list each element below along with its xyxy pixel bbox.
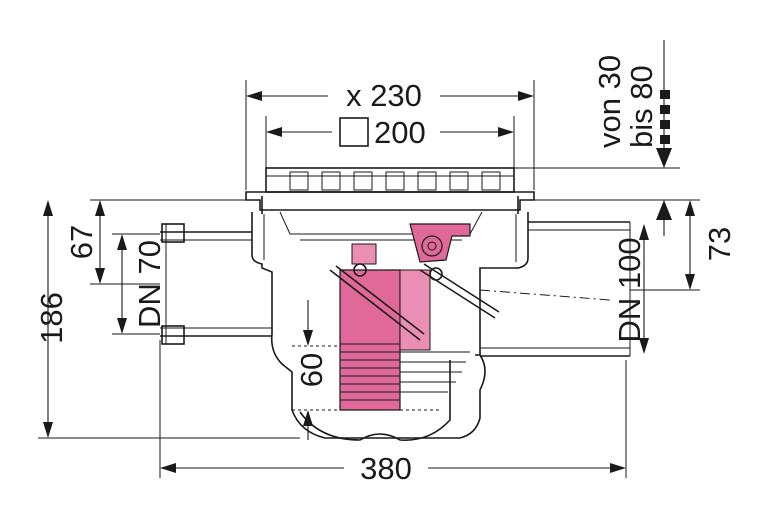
dim-adjust bbox=[514, 40, 680, 236]
dim-380 bbox=[159, 340, 627, 478]
dim-60 bbox=[303, 300, 313, 440]
pipe-gasket-top bbox=[161, 223, 185, 243]
flange bbox=[245, 191, 535, 211]
dim-67-label: 67 bbox=[64, 225, 99, 259]
water-level bbox=[292, 345, 470, 411]
basin-bottom bbox=[299, 360, 451, 441]
grate-bars bbox=[289, 171, 501, 191]
square-symbol-icon bbox=[339, 117, 369, 147]
axis-line bbox=[479, 289, 611, 301]
dim-67 bbox=[90, 199, 246, 285]
body-outline bbox=[251, 212, 486, 439]
pipe-gasket-bottom bbox=[161, 325, 185, 345]
dim-73 bbox=[534, 199, 700, 291]
dim-x230-label: x 230 bbox=[346, 78, 422, 113]
dim-380-label: 380 bbox=[360, 451, 412, 486]
dim-dn70 bbox=[112, 233, 160, 335]
dim-200 bbox=[265, 116, 515, 168]
outlet-pipe-right bbox=[480, 221, 631, 357]
dim-200-label: 200 bbox=[374, 115, 426, 150]
dim-adjust-to-label: bis 80 bbox=[624, 65, 659, 148]
dim-adjust-from-label: von 30 bbox=[592, 55, 627, 148]
trap-insert bbox=[329, 223, 500, 411]
inlet-pipe-left bbox=[160, 223, 272, 345]
dim-186-label: 186 bbox=[34, 292, 69, 344]
trap-body bbox=[339, 269, 401, 411]
arrow-down-icon bbox=[656, 148, 672, 168]
dim-60-label: 60 bbox=[294, 353, 329, 387]
arrow-up-icon bbox=[656, 200, 672, 220]
trap-ribs bbox=[340, 343, 400, 401]
drain-body bbox=[245, 167, 535, 439]
dim-x230 bbox=[245, 80, 535, 190]
dim-73-label: 73 bbox=[702, 227, 737, 261]
dim-dn70-label: DN 70 bbox=[132, 240, 167, 328]
dim-dn100 bbox=[639, 224, 649, 354]
dim-186 bbox=[38, 200, 300, 439]
